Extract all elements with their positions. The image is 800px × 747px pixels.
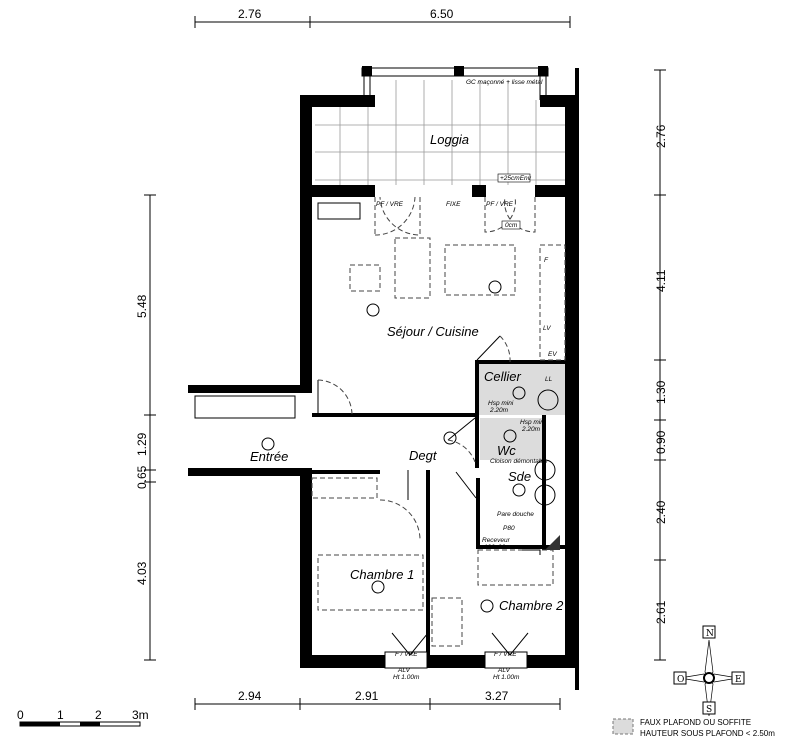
scale-1: 1: [57, 708, 64, 722]
loggia-tiling: [315, 80, 565, 185]
note-fvre-ch2: F / VRE: [494, 651, 517, 658]
note-fixe: FIXE: [446, 201, 461, 208]
dim-top-1: 2.76: [238, 7, 262, 21]
room-entree: Entrée: [250, 449, 288, 464]
dim-top-2: 6.50: [430, 7, 454, 21]
note-alv1-ht: Ht 1.00m: [393, 674, 420, 681]
note-cloison: Cloison démontable: [490, 458, 548, 465]
room-sde: Sde: [508, 469, 531, 484]
room-degt: Degt: [409, 448, 438, 463]
note-hsp-wc-val: 2.20m: [521, 426, 541, 433]
cellier-grey-zone: [477, 362, 565, 415]
dim-right-3: 1.30: [654, 380, 668, 404]
dimension-lines: [144, 16, 666, 710]
note-pare-douche: Pare douche: [497, 511, 534, 518]
note-pf-vre-1: PF / VRE: [376, 201, 404, 208]
window-chambre2: [484, 651, 528, 669]
dim-right-6: 2.61: [654, 600, 668, 624]
note-env: +25cmEnv: [500, 175, 532, 182]
window-chambre1: [384, 651, 428, 669]
compass-n: N: [706, 629, 714, 639]
note-ev: EV: [548, 351, 557, 358]
compass-rose-icon: [673, 625, 745, 717]
compass-o: O: [677, 675, 684, 685]
dim-bottom-2: 2.91: [355, 689, 379, 703]
ceiling-light-icons: [261, 280, 526, 613]
scale-0: 0: [17, 708, 24, 722]
room-chambre1: Chambre 1: [350, 567, 414, 582]
note-f: F: [544, 257, 549, 264]
dim-bottom-3: 3.27: [485, 689, 509, 703]
dim-bottom-1: 2.94: [238, 689, 262, 703]
room-loggia: Loggia: [430, 132, 469, 147]
doors: [317, 196, 536, 656]
note-hsp-wc: Hsp mini: [520, 419, 546, 426]
legend-line2: HAUTEUR SOUS PLAFOND < 2.50m: [640, 729, 775, 738]
note-0cm: 0cm: [505, 222, 518, 229]
dim-left-4: 4.03: [135, 561, 149, 585]
dim-right-1: 2.76: [654, 124, 668, 148]
note-alv1: ALV: [397, 667, 411, 674]
note-hsp-cellier: Hsp mini: [488, 400, 514, 407]
note-pf-vre-2: PF / VRE: [486, 201, 514, 208]
room-chambre2: Chambre 2: [499, 598, 564, 613]
note-gc: GC maçonné + lisse métal: [466, 79, 543, 86]
scale-3m: 3m: [132, 708, 149, 722]
room-cellier: Cellier: [484, 369, 522, 384]
dim-left-2: 1.29: [135, 432, 149, 456]
note-lv: LV: [543, 325, 551, 332]
note-alv2: ALV: [497, 667, 511, 674]
note-p80: P80: [503, 525, 515, 532]
dim-right-5: 2.40: [654, 500, 668, 524]
compass-s: S: [706, 705, 712, 715]
note-receveur-size: 120x90: [484, 544, 506, 551]
walls: [188, 68, 579, 690]
note-alv2-ht: Ht 1.00m: [493, 674, 520, 681]
note-fvre-ch1: F / VRE: [395, 651, 418, 658]
room-sejour: Séjour / Cuisine: [387, 324, 479, 339]
compass-e: E: [735, 675, 742, 685]
note-receveur: Receveur: [482, 537, 511, 544]
note-ll: LL: [545, 376, 553, 383]
furniture: [194, 202, 566, 647]
wc-grey-zone: [480, 418, 542, 460]
scale-bar: [19, 721, 141, 727]
room-wc: Wc: [497, 443, 516, 458]
dim-right-2: 4.11: [654, 269, 668, 292]
dim-left-3: 0.65: [135, 465, 149, 489]
dim-left-1: 5.48: [135, 294, 149, 318]
legend-line1: FAUX PLAFOND OU SOFFITE: [640, 718, 751, 727]
legend-swatch: [612, 718, 634, 735]
scale-2: 2: [95, 708, 102, 722]
dim-right-4: 0.90: [654, 430, 668, 454]
note-hsp-cellier-val: 2.20m: [489, 407, 509, 414]
